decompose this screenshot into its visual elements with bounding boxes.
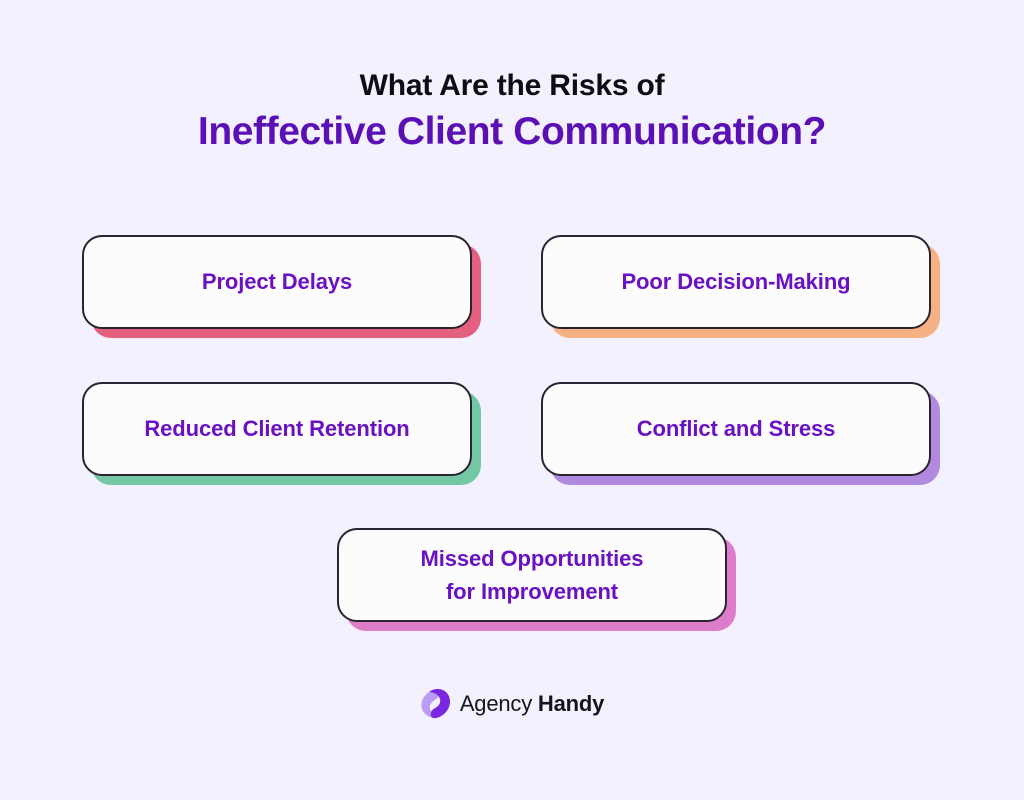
risk-card-poor-decision-making[interactable]: Poor Decision-Making: [541, 235, 931, 329]
risk-card-label: Missed Opportunities for Improvement: [420, 545, 644, 604]
brand-name-bold: Handy: [537, 690, 605, 716]
risk-card-conflict-and-stress[interactable]: Conflict and Stress: [541, 382, 931, 476]
brand-wordmark: Agency Handy: [459, 690, 605, 716]
brand-name-light: Agency: [459, 690, 532, 716]
agency-handy-logo-icon: [421, 688, 450, 719]
risk-card-label: Poor Decision-Making: [621, 269, 851, 295]
title-line-2: Ineffective Client Communication?: [197, 110, 827, 154]
risk-card-reduced-client-retention[interactable]: Reduced Client Retention: [82, 382, 472, 476]
risk-card-label: Conflict and Stress: [636, 416, 836, 442]
risk-card-missed-opportunities[interactable]: Missed Opportunities for Improvement: [337, 528, 727, 622]
risk-card-project-delays[interactable]: Project Delays: [82, 235, 472, 329]
risk-card-label: Reduced Client Retention: [144, 416, 410, 442]
title-line-1: What Are the Risks of: [359, 69, 665, 102]
risk-card-label: Project Delays: [201, 269, 353, 295]
brand-logo: Agency Handy: [0, 688, 1024, 719]
page-title: What Are the Risks of Ineffective Client…: [0, 68, 1024, 158]
